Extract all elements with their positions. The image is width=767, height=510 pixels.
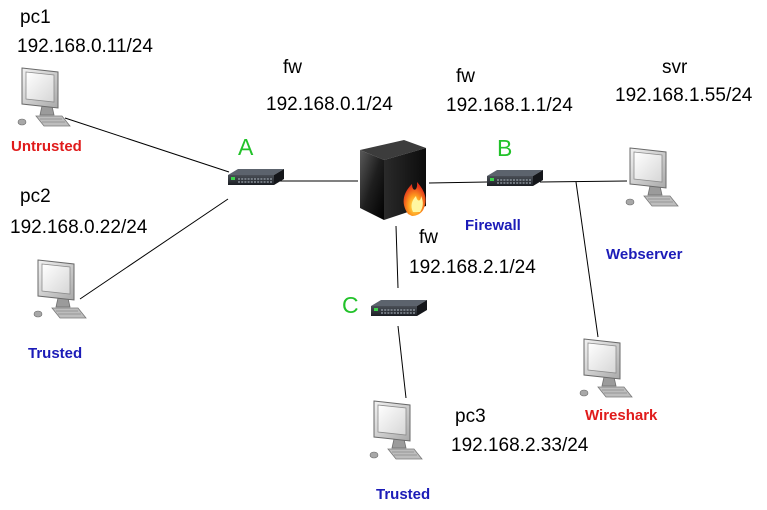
- link-firewall-switch-b: [428, 181, 488, 184]
- wireshark-computer-icon[interactable]: [579, 338, 633, 398]
- pc3-ip-address: 192.168.2.33/24: [451, 435, 589, 456]
- link-switch-c-pc3: [397, 325, 407, 399]
- svr-hostname: svr: [662, 57, 688, 78]
- fw-interface-b-name: fw: [456, 66, 475, 87]
- fw-interface-c-ip: 192.168.2.1/24: [409, 257, 536, 278]
- link-pc1-switch-a: [64, 117, 230, 173]
- network-links: [64, 117, 628, 399]
- pc2-role-label: Trusted: [28, 345, 83, 362]
- webserver-computer-icon[interactable]: [625, 147, 679, 207]
- pc2-computer-icon[interactable]: [33, 259, 87, 319]
- link-switch-b-webserver: [539, 180, 628, 183]
- switch-c-icon[interactable]: [370, 299, 428, 317]
- fw-interface-b-ip: 192.168.1.1/24: [446, 95, 573, 116]
- pc1-hostname: pc1: [20, 7, 51, 28]
- firewall-icon[interactable]: [360, 140, 426, 220]
- switch-b-icon[interactable]: [486, 169, 544, 187]
- switch-b-label: B: [497, 135, 513, 161]
- fw-interface-c-name: fw: [419, 227, 438, 248]
- fw-interface-a-name: fw: [283, 57, 302, 78]
- pc2-hostname: pc2: [20, 186, 51, 207]
- switch-a-icon[interactable]: [227, 168, 285, 186]
- link-pc2-switch-a: [79, 198, 229, 300]
- pc1-role-label: Untrusted: [11, 138, 82, 155]
- pc1-ip-address: 192.168.0.11/24: [17, 36, 153, 57]
- pc3-role-label: Trusted: [376, 486, 431, 503]
- pc2-ip-address: 192.168.0.22/24: [10, 217, 148, 238]
- pc1-computer-icon[interactable]: [17, 67, 71, 127]
- fw-interface-a-ip: 192.168.0.1/24: [266, 94, 393, 115]
- svr-ip-address: 192.168.1.55/24: [615, 85, 753, 106]
- wireshark-role-label: Wireshark: [585, 407, 658, 424]
- webserver-role-label: Webserver: [606, 246, 683, 263]
- link-switch-b-wireshark: [575, 181, 599, 338]
- firewall-role-label: Firewall: [465, 217, 521, 234]
- pc3-computer-icon[interactable]: [369, 400, 423, 460]
- pc3-hostname: pc3: [455, 406, 486, 427]
- link-firewall-switch-c: [395, 225, 399, 289]
- switch-c-label: C: [342, 292, 359, 318]
- switch-a-label: A: [238, 134, 254, 160]
